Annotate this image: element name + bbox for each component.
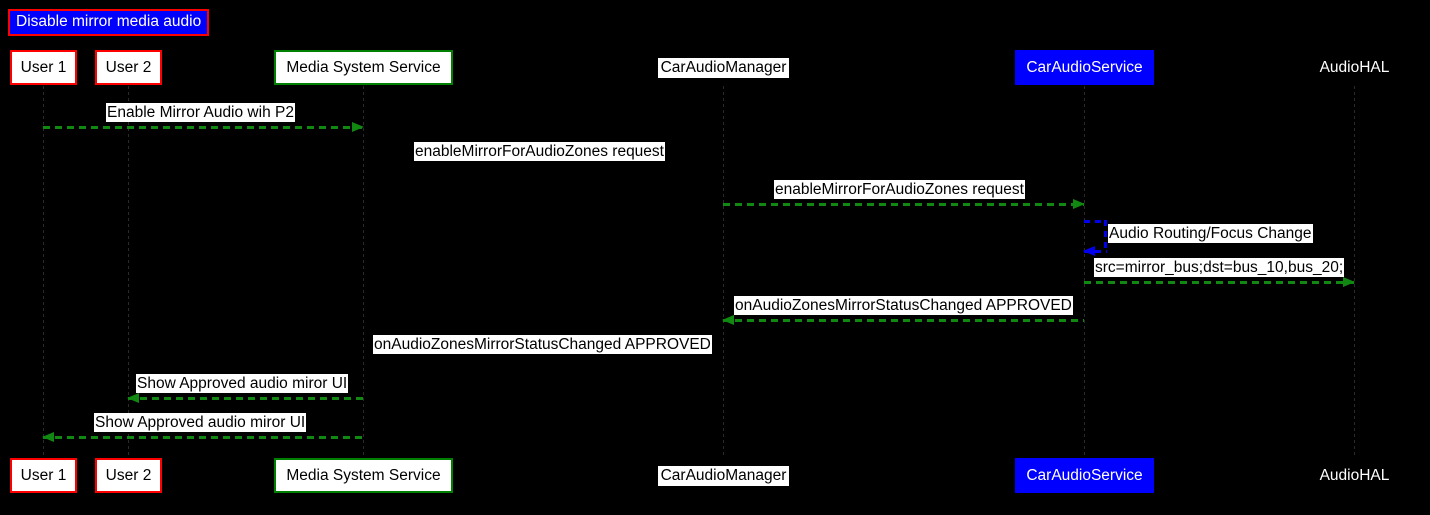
participant-user1-top[interactable]: User 1 [10,50,77,85]
message-arrow-m2[interactable] [363,165,723,168]
message-arrow-m8[interactable] [127,393,363,403]
lifeline-mediasystem [363,86,364,458]
lifeline-audiohal [1354,86,1355,458]
participant-carservice-top[interactable]: CarAudioService [1015,50,1154,85]
lifeline-carservice [1084,86,1085,458]
participant-user2-bottom[interactable]: User 2 [95,458,162,493]
message-line [363,358,723,361]
message-label-m8: Show Approved audio miror UI [136,374,349,393]
arrowhead-left-icon [1083,246,1095,256]
participant-carmanager-bottom[interactable]: CarAudioManager [658,465,789,486]
message-line [43,126,363,129]
message-label-m4: Audio Routing/Focus Change [1108,224,1313,243]
arrowhead-left-icon [127,393,139,403]
participant-audiohal-bottom[interactable]: AudioHAL [1313,466,1396,486]
participant-user1-bottom[interactable]: User 1 [10,458,77,493]
participant-carservice-bottom[interactable]: CarAudioService [1015,458,1154,493]
message-arrow-m5[interactable] [1084,277,1355,287]
participant-label: User 1 [20,58,67,76]
participant-label: CarAudioService [1026,58,1143,76]
participant-label: User 1 [20,466,67,484]
message-label-m7: onAudioZonesMirrorStatusChanged APPROVED [373,335,712,354]
participant-label: Media System Service [286,58,441,76]
message-arrow-m6[interactable] [722,315,1084,325]
diagram-title: Disable mirror media audio [8,9,210,36]
message-arrow-m3[interactable] [723,199,1085,209]
lifeline-user1 [43,86,44,458]
arrowhead-right-icon [1073,199,1085,209]
participant-label: CarAudioService [1026,466,1143,484]
arrowhead-left-icon [722,315,734,325]
participant-label: CarAudioManager [660,58,787,76]
self-message-segment-bottom [1084,250,1107,253]
message-label-m1: Enable Mirror Audio wih P2 [106,103,295,122]
message-line [723,203,1084,206]
message-line [723,319,1084,322]
participant-label: CarAudioManager [660,466,787,484]
participant-mediasystem-bottom[interactable]: Media System Service [274,458,453,493]
participant-label: AudioHAL [1319,466,1390,484]
message-label-m6: onAudioZonesMirrorStatusChanged APPROVED [734,296,1073,315]
message-arrow-m7[interactable] [363,358,723,361]
participant-label: User 2 [105,58,152,76]
participant-label: Media System Service [286,466,441,484]
message-label-m9: Show Approved audio miror UI [94,413,307,432]
self-message-segment-top [1084,220,1107,223]
lifeline-carmanager [723,86,724,458]
self-message-segment-right [1104,220,1107,252]
message-line [128,397,363,400]
participant-mediasystem-top[interactable]: Media System Service [274,50,453,85]
participant-audiohal-top[interactable]: AudioHAL [1313,58,1396,78]
message-arrow-m1[interactable] [43,122,364,132]
participant-label: AudioHAL [1319,58,1390,76]
arrowhead-left-icon [42,432,54,442]
message-label-m5: src=mirror_bus;dst=bus_10,bus_20; [1094,258,1345,277]
participant-label: User 2 [105,466,152,484]
message-line [1084,281,1354,284]
participant-carmanager-top[interactable]: CarAudioManager [658,57,789,78]
lifeline-user2 [128,86,129,458]
arrowhead-right-icon [352,122,364,132]
arrowhead-right-icon [1343,277,1355,287]
message-line [363,165,723,168]
self-message-m4[interactable] [1083,220,1110,256]
message-label-m2: enableMirrorForAudioZones request [414,142,665,161]
message-arrow-m9[interactable] [42,432,363,442]
message-label-m3: enableMirrorForAudioZones request [774,180,1025,199]
message-line [43,436,363,439]
participant-user2-top[interactable]: User 2 [95,50,162,85]
